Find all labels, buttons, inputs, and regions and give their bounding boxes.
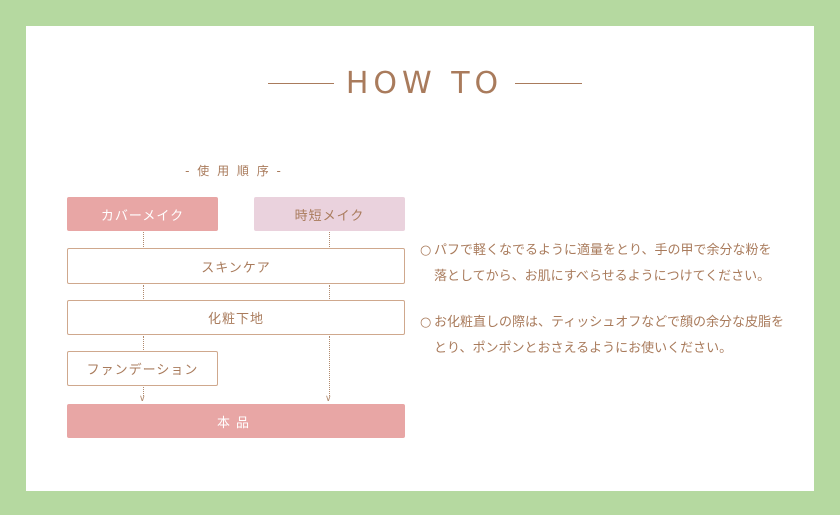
usage-order-label: - 使 用 順 序 - <box>185 164 283 178</box>
connector-base-foundation <box>143 336 144 350</box>
note-2-line-2: とり、ポンポンとおさえるようにお使いください。 <box>434 341 733 356</box>
connector-foundation-main <box>143 387 144 396</box>
quick-makeup-box: 時短メイク <box>254 197 405 231</box>
title-rule-left <box>268 83 334 84</box>
circle-bullet-icon: ○ <box>420 315 432 330</box>
connector-skincare-base-right <box>329 285 330 299</box>
connector-short-skincare <box>329 232 330 247</box>
usage-note-2: ○お化粧直しの際は、ティッシュオフなどで顔の余分な皮脂を とり、ポンポンとおさえ… <box>420 310 810 362</box>
circle-bullet-icon: ○ <box>420 243 432 258</box>
makeup-base-box: 化粧下地 <box>67 300 405 335</box>
foundation-box: ファンデーション <box>67 351 218 386</box>
arrow-down-icon: ∨ <box>139 394 146 404</box>
connector-base-main <box>329 336 330 396</box>
note-2-line-1: お化粧直しの際は、ティッシュオフなどで顔の余分な皮脂を <box>434 315 784 330</box>
cover-makeup-box: カバーメイク <box>67 197 218 231</box>
note-1-line-1: パフで軽くなでるように適量をとり、手の甲で余分な粉を <box>434 243 772 258</box>
page-title: HOW TO <box>345 66 504 101</box>
arrow-down-icon: ∨ <box>325 394 332 404</box>
title-block: HOW TO <box>0 62 840 106</box>
note-1-line-2: 落としてから、お肌にすべらせるようにつけてください。 <box>434 269 771 284</box>
title-rule-right <box>515 83 582 84</box>
skincare-box: スキンケア <box>67 248 405 284</box>
main-product-box: 本品 <box>67 404 405 438</box>
usage-note-1: ○パフで軽くなでるように適量をとり、手の甲で余分な粉を 落としてから、お肌にすべ… <box>420 238 810 290</box>
connector-cover-skincare <box>143 232 144 247</box>
connector-skincare-base-left <box>143 285 144 299</box>
